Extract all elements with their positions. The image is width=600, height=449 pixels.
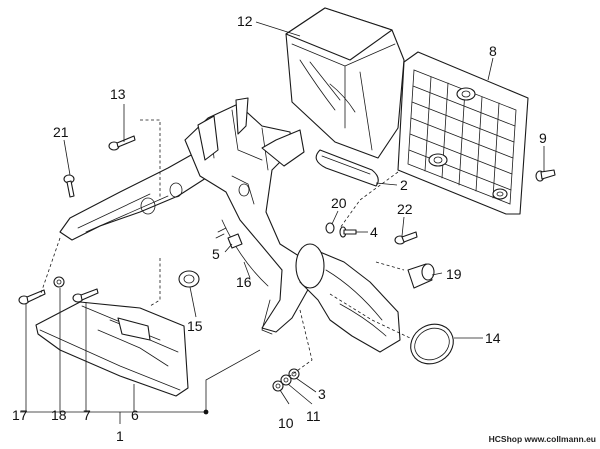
part-15-grommet [178, 270, 200, 288]
part-6-lower-tray [35, 301, 189, 397]
callout-20: 20 [331, 195, 347, 211]
assembly-point [203, 409, 209, 415]
callout-11: 11 [306, 408, 321, 424]
part-17-screw [18, 289, 46, 305]
part-2-lens [315, 149, 379, 187]
part-10-nut [272, 380, 284, 392]
callout-15: 15 [187, 318, 203, 334]
part-13-screw [108, 135, 136, 151]
part-14-reflector [410, 323, 454, 365]
part-4-screw [339, 226, 357, 238]
callout-8: 8 [489, 43, 497, 59]
part-11-washer [280, 374, 292, 386]
part-12-lamp-housing [285, 7, 405, 159]
callout-14: 14 [485, 330, 501, 346]
dashed-assembly-lines [39, 119, 411, 377]
part-5-clip [215, 227, 243, 249]
leader-lines [20, 21, 545, 424]
callout-4: 4 [370, 224, 378, 240]
part-7-screw [72, 288, 99, 303]
part-19-spacer [407, 263, 435, 289]
watermark: HCShop www.collmann.eu [489, 434, 596, 444]
callout-16: 16 [236, 274, 252, 290]
callout-labels: 12 8 13 21 9 2 20 22 4 5 16 19 15 14 3 1… [12, 13, 547, 444]
callout-2: 2 [400, 177, 408, 193]
callout-12: 12 [237, 13, 253, 29]
part-8-plate-holder [397, 51, 529, 215]
part-22-screw [394, 231, 418, 245]
callout-17: 17 [12, 407, 28, 423]
callout-22: 22 [397, 201, 413, 217]
callout-3: 3 [318, 386, 326, 402]
callout-7: 7 [83, 407, 91, 423]
callout-18: 18 [51, 407, 67, 423]
part-18-washer [53, 276, 65, 288]
part-20-washer [325, 222, 335, 234]
callout-19: 19 [446, 266, 462, 282]
callout-21: 21 [53, 124, 69, 140]
callout-1: 1 [116, 428, 124, 444]
callout-9: 9 [539, 130, 547, 146]
callout-5: 5 [212, 246, 220, 262]
part-16-main-bracket [59, 97, 401, 353]
part-9-screw [535, 169, 556, 182]
part-21-screw [63, 174, 75, 198]
callout-10: 10 [278, 415, 294, 431]
part-3-washer [288, 368, 300, 380]
callout-6: 6 [131, 407, 139, 423]
callout-13: 13 [110, 86, 126, 102]
